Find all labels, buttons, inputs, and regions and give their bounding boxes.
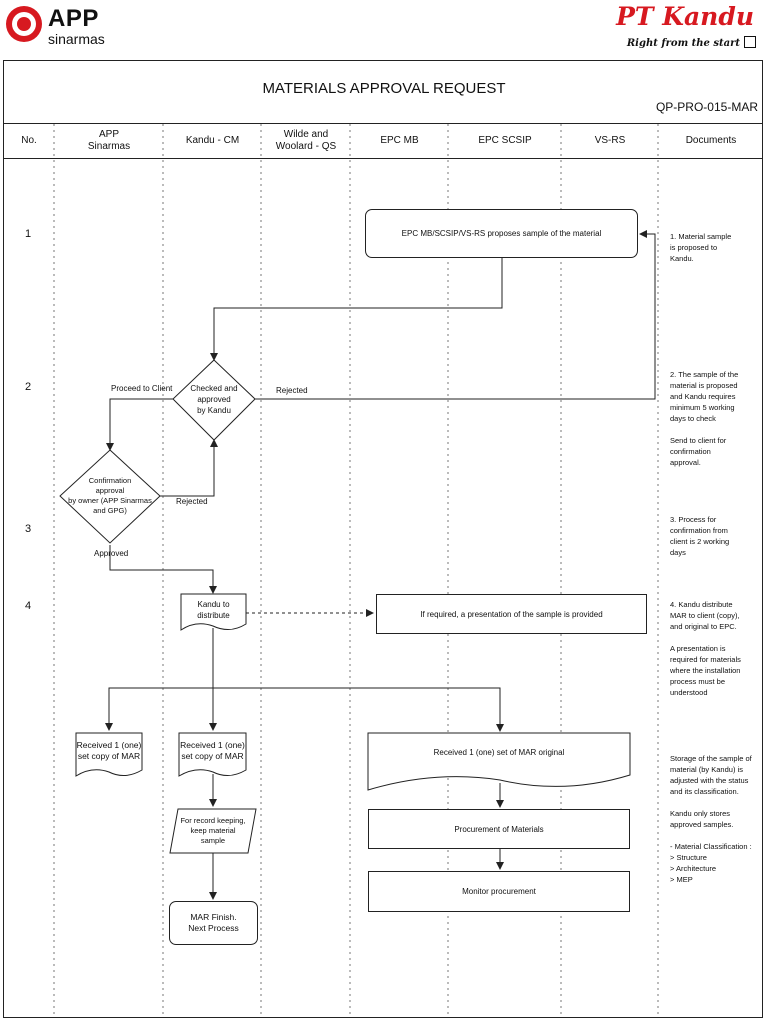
kandu-logo: PT Kandu (616, 2, 754, 31)
io-record-shape (169, 808, 257, 854)
edge-label-approved: Approved (94, 549, 129, 558)
kandu-tagline: Right from the start (626, 38, 740, 49)
doc-received-kandu-shape (178, 732, 247, 777)
column-separators (53, 124, 659, 1017)
terminal-finish: MAR Finish. Next Process (169, 901, 258, 945)
col-header-kandu: Kandu - CM (185, 135, 240, 146)
arrow-distribute-to-epc (213, 687, 504, 732)
process-monitor: Monitor procurement (368, 871, 630, 912)
col-header-epc-scsip: EPC SCSIP (478, 135, 532, 146)
doc-distribute-label: Kandu to distribute (197, 600, 230, 620)
doc-received-app-label: Received 1 (one) set copy of MAR (76, 740, 142, 761)
arrow-propose-to-check (210, 258, 503, 361)
arrow-rejected-to-check (160, 439, 218, 497)
note-1: 1. Material sample is proposed to Kandu. (670, 232, 732, 263)
col-header-documents: Documents (685, 135, 737, 146)
app-logo-core (17, 17, 31, 31)
note-2: 2. The sample of the material is propose… (670, 370, 739, 467)
col-header-app: APP Sinarmas (87, 129, 131, 152)
row-number-3: 3 (25, 523, 32, 535)
doc-received-epc-label: Received 1 (one) set of MAR original (433, 747, 565, 757)
header-divider-top (4, 123, 763, 124)
arrow-rejected-to-propose (255, 230, 656, 400)
doc-received-kandu-label: Received 1 (one) set copy of MAR (180, 740, 245, 761)
doc-received-epc-shape (367, 732, 631, 791)
header-divider-bottom (4, 158, 763, 159)
process-propose: EPC MB/SCSIP/VS-RS proposes sample of th… (365, 209, 638, 258)
row-number-2: 2 (25, 381, 32, 393)
diagram-frame (3, 60, 763, 1018)
edge-label-proceed: Proceed to Client (111, 384, 173, 393)
edge-label-rejected-2: Rejected (176, 497, 208, 506)
decision-check-shape (172, 359, 256, 441)
page-title: MATERIALS APPROVAL REQUEST (262, 80, 506, 97)
row-number-4: 4 (25, 600, 32, 612)
doc-code: QP-PRO-015-MAR (655, 100, 758, 114)
io-record-label: For record keeping, keep material sample (180, 816, 246, 845)
col-header-epc-mb: EPC MB (380, 135, 419, 146)
note-5: Storage of the sample of material (by Ka… (670, 754, 752, 884)
col-header-qs: Wilde and Woolard - QS (275, 129, 337, 152)
arrow-distribute-to-app (105, 687, 213, 731)
edge-label-rejected-1: Rejected (276, 386, 308, 395)
doc-distribute-shape (180, 593, 247, 631)
decision-confirm-shape (59, 449, 161, 544)
process-presentation: If required, a presentation of the sampl… (376, 594, 647, 634)
app-logo-text: APP (48, 5, 99, 32)
note-3: 3. Process for confirmation from client … (670, 515, 730, 557)
decision-check-label: Checked and approved by Kandu (190, 383, 238, 415)
checkbox-icon (744, 36, 756, 48)
col-header-no: No. (21, 135, 37, 146)
note-4: 4. Kandu distribute MAR to client (copy)… (670, 600, 741, 697)
app-logo-sub: sinarmas (48, 31, 105, 47)
arrow-approved-to-distribute (109, 545, 217, 594)
col-header-vs-rs: VS-RS (594, 135, 626, 146)
process-procurement: Procurement of Materials (368, 809, 630, 849)
row-number-1: 1 (25, 228, 32, 240)
decision-confirm-label: Confirmation approval by owner (APP Sina… (68, 476, 152, 515)
arrow-proceed-to-client (106, 398, 173, 451)
doc-received-app-shape (75, 732, 143, 777)
